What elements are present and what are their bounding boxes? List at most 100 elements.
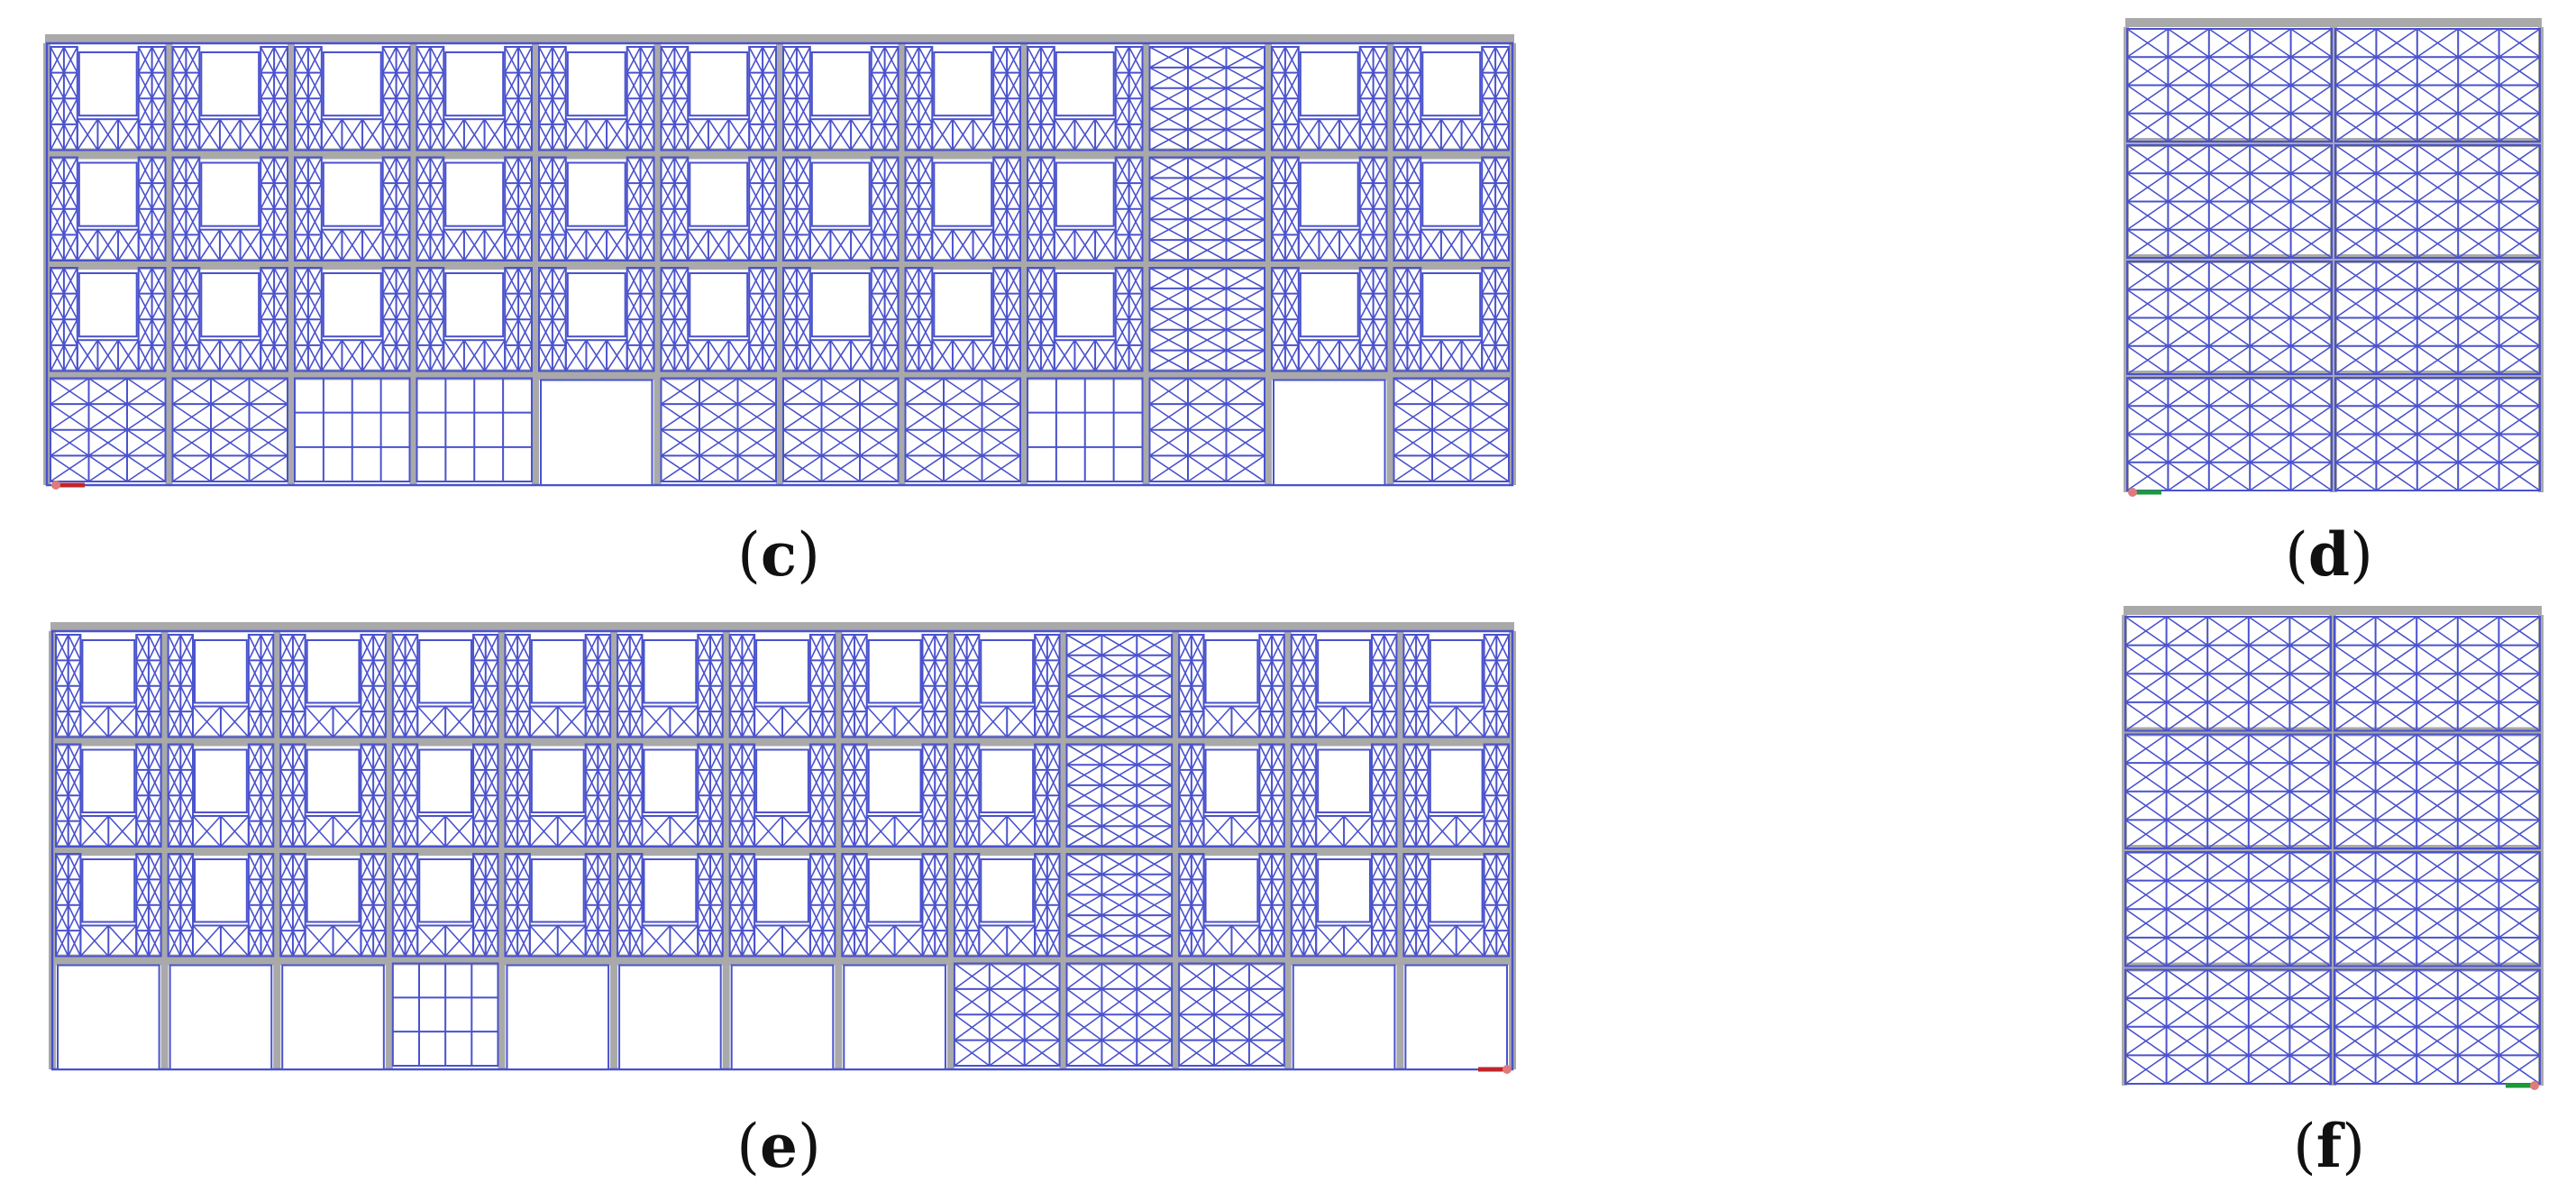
mesh-diagonal [748, 318, 763, 346]
mesh-diagonal [821, 821, 836, 848]
mesh-diagonal [821, 744, 836, 771]
mesh-diagonal [2166, 1054, 2208, 1085]
mesh-diagonal [1054, 339, 1076, 371]
opening-frame [540, 379, 653, 486]
mesh-diagonal [1226, 156, 1265, 179]
mesh-diagonal [63, 46, 78, 73]
mesh-diagonal [463, 229, 486, 261]
mesh-diagonal [1006, 705, 1036, 738]
mesh-diagonal [360, 769, 374, 796]
mesh-diagonal [597, 794, 611, 821]
mesh-diagonal [429, 344, 445, 371]
mesh-diagonal [639, 97, 655, 125]
mesh-diagonal [260, 769, 274, 796]
mesh-diagonal [660, 344, 676, 371]
mesh-diagonal [1271, 904, 1285, 931]
mesh-diagonal [279, 821, 294, 848]
mesh-diagonal [79, 924, 109, 958]
mesh-diagonal [151, 72, 167, 99]
mesh-diagonal [954, 685, 968, 712]
mesh-diagonal [381, 267, 397, 294]
mesh-diagonal [2288, 791, 2332, 821]
mesh-diagonal [2375, 316, 2418, 347]
mesh-diagonal [673, 293, 690, 320]
mesh-diagonal [1406, 234, 1422, 261]
mesh-diagonal [395, 182, 411, 210]
mesh-diagonal [151, 97, 167, 125]
mesh-diagonal [516, 634, 531, 661]
mesh-diagonal [1024, 1013, 1061, 1041]
mesh-diagonal [1271, 794, 1285, 821]
mesh-diagonal [809, 744, 824, 771]
mesh-diagonal [934, 769, 948, 796]
mesh-diagonal [416, 344, 432, 371]
mesh-diagonal [2124, 879, 2168, 910]
mesh-diagonal [1481, 208, 1496, 235]
mesh-diagonal [2375, 56, 2418, 87]
mesh-diagonal [965, 930, 981, 957]
slab-band [1059, 631, 1067, 1069]
mesh-block [443, 228, 507, 261]
mesh-diagonal [260, 685, 274, 712]
opening-frame [933, 161, 993, 227]
mesh-diagonal [854, 634, 868, 661]
mesh-diagonal [709, 821, 724, 848]
mesh-diagonal [2457, 819, 2499, 849]
mesh-diagonal [2416, 433, 2459, 463]
mesh-diagonal [292, 853, 306, 880]
mesh-diagonal [260, 853, 274, 880]
mesh-diagonal [782, 72, 798, 99]
mesh-diagonal [597, 821, 611, 848]
mesh-diagonal [904, 97, 920, 125]
mesh-diagonal [1040, 344, 1055, 371]
mesh-diagonal [444, 924, 474, 958]
mesh-diagonal [687, 118, 709, 151]
mesh-diagonal [179, 744, 194, 771]
mesh-diagonal [472, 744, 487, 771]
mesh-diagonal [1114, 293, 1130, 320]
mesh-diagonal [584, 744, 599, 771]
opening-frame [689, 51, 749, 117]
mesh-diagonal [1040, 124, 1055, 151]
opening-frame [1317, 639, 1371, 704]
mesh-diagonal [2126, 172, 2169, 203]
mesh-diagonal [1149, 218, 1189, 241]
mesh-diagonal [260, 930, 274, 957]
mesh-diagonal [2457, 229, 2500, 259]
mesh-diagonal [360, 660, 374, 687]
mesh-diagonal [485, 904, 499, 931]
mesh-diagonal [782, 403, 822, 431]
mesh-diagonal [796, 318, 811, 346]
mesh-diagonal [2126, 462, 2169, 491]
mesh-diagonal [210, 454, 250, 482]
mesh-diagonal [1034, 711, 1048, 738]
mesh-diagonal [1372, 124, 1388, 151]
mesh-diagonal [472, 634, 487, 661]
mesh-diagonal [2334, 84, 2377, 115]
mesh-diagonal [416, 124, 432, 151]
mesh-diagonal [392, 685, 406, 712]
mesh-diagonal [248, 879, 262, 906]
mesh-diagonal [292, 769, 306, 796]
mesh-diagonal [1258, 685, 1273, 712]
mesh-diagonal [443, 339, 465, 371]
mesh-diagonal [2416, 56, 2459, 87]
mesh-diagonal [1128, 157, 1144, 184]
mesh-diagonal [1149, 403, 1189, 431]
mesh-block [1053, 118, 1117, 151]
mesh-diagonal [660, 72, 676, 99]
mesh-diagonal [584, 660, 599, 687]
mesh-block [320, 118, 384, 151]
mesh-diagonal [552, 72, 567, 99]
mesh-diagonal [135, 744, 150, 771]
mesh-diagonal [709, 853, 724, 880]
mesh-diagonal [2248, 1026, 2290, 1057]
mesh-diagonal [629, 879, 644, 906]
mesh-diagonal [279, 685, 294, 712]
mesh-diagonal [1358, 267, 1375, 294]
opening-frame [730, 964, 835, 1070]
mesh-diagonal [660, 293, 676, 320]
mesh-diagonal [1187, 107, 1227, 131]
mesh-block [687, 118, 751, 151]
mesh-diagonal [992, 318, 1008, 346]
